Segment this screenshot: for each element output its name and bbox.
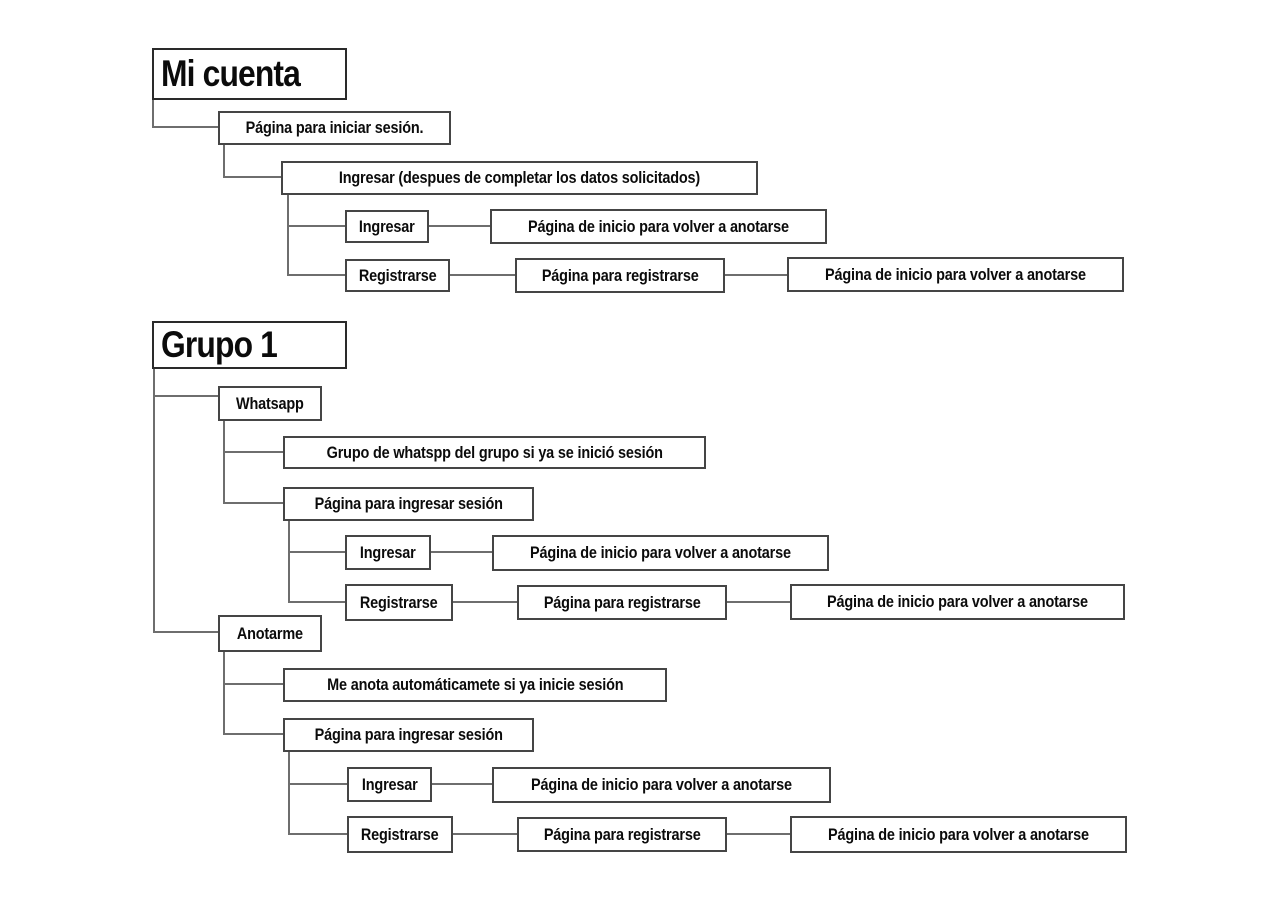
node-ingresar-completar-datos[interactable]: Ingresar (despues de completar los datos… — [281, 161, 758, 195]
connector-line — [223, 451, 283, 453]
connector-line — [223, 683, 283, 685]
node-title-mi-cuenta[interactable]: Mi cuenta — [152, 48, 347, 100]
node-ingresar[interactable]: Ingresar — [347, 767, 432, 802]
node-label: Ingresar — [361, 774, 418, 794]
node-pagina-inicio-volver-anotarse[interactable]: Página de inicio para volver a anotarse — [490, 209, 827, 244]
node-grupo-whatsapp-sesion[interactable]: Grupo de whatspp del grupo si ya se inic… — [283, 436, 706, 469]
node-pagina-inicio-volver-anotarse[interactable]: Página de inicio para volver a anotarse — [790, 584, 1125, 620]
node-pagina-inicio-volver-anotarse[interactable]: Página de inicio para volver a anotarse — [790, 816, 1127, 853]
connector-line — [287, 274, 345, 276]
connector-line — [153, 395, 218, 397]
node-label: Anotarme — [236, 623, 304, 643]
connector-line — [288, 752, 290, 835]
node-registrarse[interactable]: Registrarse — [347, 816, 453, 853]
node-pagina-ingresar-sesion[interactable]: Página para ingresar sesión — [283, 487, 534, 521]
node-label: Whatsapp — [236, 393, 304, 413]
connector-line — [727, 833, 790, 835]
connector-line — [453, 833, 517, 835]
node-pagina-inicio-volver-anotarse[interactable]: Página de inicio para volver a anotarse — [492, 535, 829, 571]
node-pagina-ingresar-sesion[interactable]: Página para ingresar sesión — [283, 718, 534, 752]
node-pagina-registrarse[interactable]: Página para registrarse — [517, 585, 727, 620]
connector-line — [287, 225, 345, 227]
node-registrarse[interactable]: Registrarse — [345, 584, 453, 621]
connector-line — [153, 631, 218, 633]
connector-line — [288, 601, 345, 603]
connector-line — [725, 274, 787, 276]
node-label: Página de inicio para volver a anotarse — [528, 216, 789, 236]
node-registrarse[interactable]: Registrarse — [345, 259, 450, 292]
node-label: Página de inicio para volver a anotarse — [828, 824, 1089, 844]
node-label: Me anota automáticamete si ya inicie ses… — [326, 675, 624, 694]
connector-line — [223, 176, 281, 178]
node-label: Página para ingresar sesión — [314, 494, 503, 513]
node-label: Registrarse — [361, 824, 439, 844]
connector-line — [287, 195, 289, 276]
connector-line — [152, 126, 218, 128]
connector-line — [429, 225, 490, 227]
node-pagina-inicio-volver-anotarse[interactable]: Página de inicio para volver a anotarse — [787, 257, 1124, 292]
node-label: Grupo de whatspp del grupo si ya se inic… — [326, 442, 663, 462]
connector-line — [288, 551, 345, 553]
node-label: Página para registrarse — [543, 592, 701, 612]
node-label: Ingresar — [359, 216, 415, 236]
node-whatsapp[interactable]: Whatsapp — [218, 386, 322, 421]
connector-line — [223, 421, 225, 504]
node-label: Página de inicio para volver a anotarse — [530, 543, 791, 562]
connector-line — [152, 100, 154, 128]
connector-line — [453, 601, 517, 603]
node-label: Página de inicio para volver a anotarse — [827, 592, 1088, 611]
connector-line — [223, 652, 225, 735]
connector-line — [432, 783, 492, 785]
node-me-anota-automaticamente[interactable]: Me anota automáticamete si ya inicie ses… — [283, 668, 667, 702]
node-label: Grupo 1 — [161, 324, 278, 365]
connector-line — [288, 521, 290, 603]
connector-line — [431, 551, 492, 553]
node-pagina-inicio-volver-anotarse[interactable]: Página de inicio para volver a anotarse — [492, 767, 831, 803]
node-label: Registrarse — [358, 265, 437, 285]
node-pagina-registrarse[interactable]: Página para registrarse — [515, 258, 725, 293]
connector-line — [288, 783, 347, 785]
connector-line — [223, 145, 225, 178]
node-label: Página para registrarse — [543, 824, 701, 844]
node-pagina-registrarse[interactable]: Página para registrarse — [517, 817, 727, 852]
connector-line — [223, 733, 283, 735]
connector-line — [223, 502, 283, 504]
node-anotarme[interactable]: Anotarme — [218, 615, 322, 652]
connector-line — [288, 833, 347, 835]
node-label: Ingresar (despues de completar los datos… — [338, 168, 701, 187]
node-label: Página de inicio para volver a anotarse — [825, 264, 1086, 284]
connector-line — [727, 601, 790, 603]
node-label: Mi cuenta — [161, 53, 301, 94]
node-label: Página para registrarse — [541, 265, 699, 285]
node-ingresar[interactable]: Ingresar — [345, 210, 429, 243]
node-label: Página para iniciar sesión. — [245, 118, 424, 137]
node-ingresar[interactable]: Ingresar — [345, 535, 431, 570]
node-label: Ingresar — [360, 542, 416, 562]
node-title-grupo-1[interactable]: Grupo 1 — [152, 321, 347, 369]
node-label: Página de inicio para volver a anotarse — [531, 775, 792, 794]
connector-line — [153, 369, 155, 633]
node-label: Registrarse — [360, 592, 438, 612]
connector-line — [450, 274, 515, 276]
node-pagina-iniciar-sesion[interactable]: Página para iniciar sesión. — [218, 111, 451, 145]
node-label: Página para ingresar sesión — [314, 725, 503, 744]
